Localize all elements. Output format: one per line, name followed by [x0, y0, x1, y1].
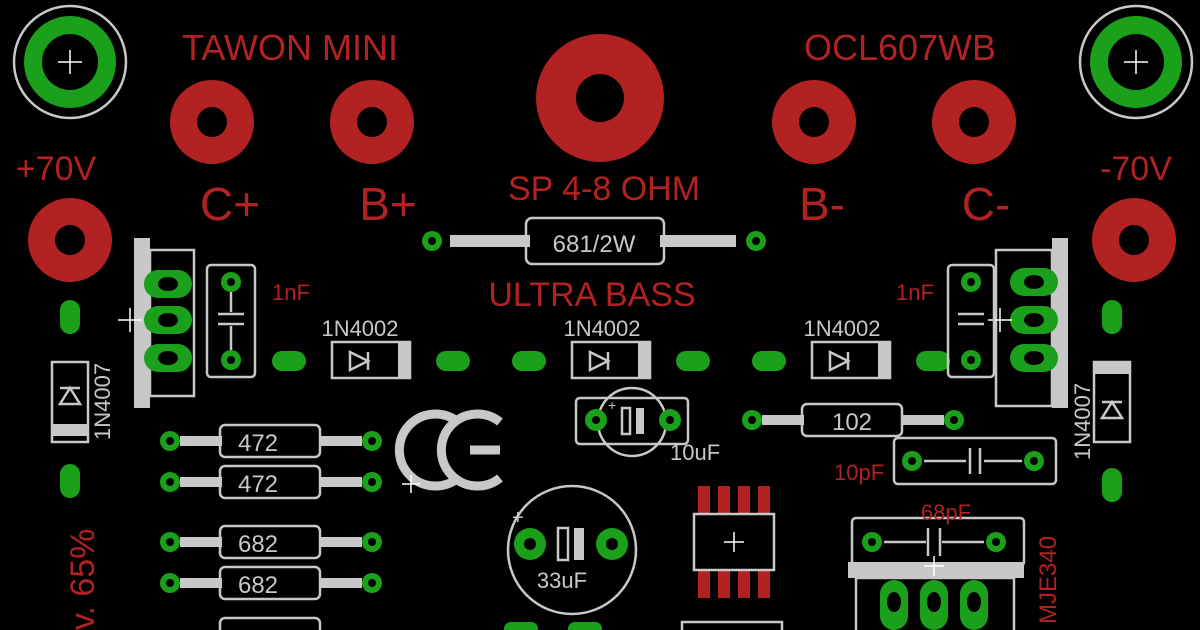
transistor-mje340: MJE340 — [848, 536, 1062, 630]
label-c-plus: C+ — [200, 178, 260, 230]
terminal-pad-b-plus — [330, 80, 414, 164]
label-v-pos: +70V — [16, 150, 97, 188]
mounting-hole-left — [12, 4, 128, 120]
board-title-left: TAWON MINI — [182, 27, 398, 68]
capacitor-1nf-left-label: 1nF — [272, 280, 310, 305]
label-speaker: SP 4-8 OHM — [508, 170, 700, 208]
resistor-682-b-label: 682 — [238, 572, 278, 599]
edge-text: v. 65% — [64, 529, 102, 630]
terminal-pad-v-neg — [1092, 198, 1176, 282]
label-b-plus: B+ — [359, 178, 417, 230]
resistor-472-a: 472 — [160, 423, 382, 459]
capacitor-1nf-right: 1nF — [896, 263, 996, 379]
diode-1n4007-right: 1N4007 — [1070, 300, 1132, 502]
label-b-minus: B- — [799, 178, 845, 230]
board-subtitle: ULTRA BASS — [488, 276, 695, 314]
resistor-682-b: 682 — [160, 565, 382, 601]
diode-1n4007-left-label: 1N4007 — [90, 363, 115, 440]
terminal-pad-c-plus — [170, 80, 254, 164]
terminal-pad-v-pos — [28, 198, 112, 282]
diode-1n4002-a: 1N4002 — [272, 316, 470, 380]
capacitor-1nf-left: 1nF — [205, 263, 310, 379]
svg-text:+: + — [512, 507, 524, 529]
capacitor-33uf-label: 33uF — [537, 568, 587, 593]
ce-mark: CE — [394, 409, 503, 493]
resistor-472-a-label: 472 — [238, 430, 278, 457]
label-v-neg: -70V — [1100, 150, 1172, 188]
capacitor-10pf: 10pF — [834, 436, 1058, 486]
resistor-102-label: 102 — [832, 409, 872, 436]
resistor-681-2w-label: 681/2W — [553, 231, 636, 258]
capacitor-10uf-label: 10uF — [670, 440, 720, 465]
capacitor-33uf: + 33uF — [504, 484, 638, 630]
transistor-mje340-label: MJE340 — [1035, 536, 1062, 624]
terminal-pad-c-minus — [932, 80, 1016, 164]
resistor-472-b: 472 — [160, 464, 382, 500]
smd-ic — [680, 486, 784, 630]
resistor-102: 102 — [742, 402, 964, 438]
diode-1n4002-b: 1N4002 — [512, 316, 710, 380]
capacitor-1nf-right-label: 1nF — [896, 280, 934, 305]
transistor-right — [988, 238, 1068, 408]
capacitor-68pf: 68pF — [850, 500, 1026, 568]
resistor-682-a-label: 682 — [238, 531, 278, 558]
resistor-682-a: 682 — [160, 524, 382, 560]
terminal-pad-b-minus — [772, 80, 856, 164]
diode-1n4002-c-label: 1N4002 — [803, 316, 880, 341]
diode-1n4002-c: 1N4002 — [752, 316, 950, 380]
capacitor-68pf-label: 68pF — [921, 500, 971, 525]
transistor-left — [118, 238, 196, 408]
resistor-681-2w: 681/2W — [422, 216, 766, 266]
board-title-right: OCL607WB — [804, 27, 996, 68]
diode-1n4007-right-label: 1N4007 — [1070, 383, 1095, 460]
label-c-minus: C- — [962, 178, 1011, 230]
diode-1n4007-left: 1N4007 — [50, 300, 115, 498]
capacitor-10uf: + 10uF — [574, 386, 720, 465]
resistor-partial — [218, 616, 322, 630]
mounting-hole-right — [1078, 4, 1194, 120]
terminal-pad-speaker — [536, 34, 664, 162]
resistor-472-b-label: 472 — [238, 471, 278, 498]
svg-text:+: + — [608, 397, 616, 413]
capacitor-10pf-label: 10pF — [834, 460, 884, 485]
diode-1n4002-b-label: 1N4002 — [563, 316, 640, 341]
diode-1n4002-a-label: 1N4002 — [321, 316, 398, 341]
